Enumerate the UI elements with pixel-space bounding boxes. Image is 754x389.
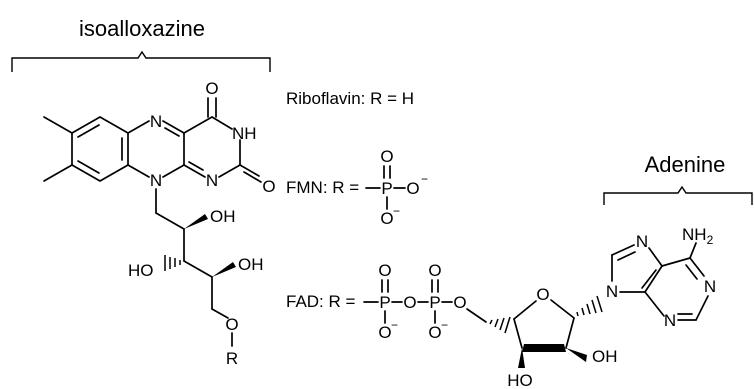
ribose-oxygen: O xyxy=(536,285,549,304)
n3-c4-bond xyxy=(644,291,665,317)
fad-charge-1: − xyxy=(391,318,398,332)
ribose-c2-oh-wedge xyxy=(566,348,587,362)
methyl-bond-lower xyxy=(43,164,73,182)
ribose-c3-hydroxyl: HO xyxy=(507,371,533,389)
ribose-c1-n-hash xyxy=(576,295,603,317)
atom-o4: O xyxy=(205,79,218,98)
c5-c6-bond xyxy=(661,257,691,267)
c3-hydroxyl: HO xyxy=(128,261,154,280)
ribityl-chain: OH HO OH O R xyxy=(128,188,264,368)
n1-c10a-bond xyxy=(183,164,206,178)
c2-n1-bond xyxy=(218,164,241,178)
fad-diphosphate: FAD: R = P O O − O P O O − O xyxy=(286,261,511,342)
ribose-c3-c4-bond xyxy=(513,318,523,349)
fmn-charge-bottom: − xyxy=(393,204,400,218)
atom-o2: O xyxy=(262,177,275,196)
adenine-amine: NH2 xyxy=(682,225,714,247)
amine-nh: NH xyxy=(682,225,707,244)
fmn-phosphate: FMN: R = P O O − O − xyxy=(286,147,428,228)
c6-n1-bond xyxy=(689,257,705,277)
fad-oxygen-bottom-1: O xyxy=(378,323,391,342)
c3-c4-bond xyxy=(183,260,213,278)
c2-hydroxyl: OH xyxy=(210,207,236,226)
c4-oh-wedge xyxy=(212,262,236,277)
fad-o-ch2-bond xyxy=(466,308,487,323)
isoalloxazine-heading: isoalloxazine xyxy=(79,16,205,41)
c3-ho-hash xyxy=(164,255,181,271)
riboflavin-definition: Riboflavin: R = H xyxy=(286,89,414,108)
ribose-c4-o-bond xyxy=(513,300,537,320)
fad-c4-hash xyxy=(489,316,511,334)
adenine-n1: N xyxy=(704,277,716,296)
n1-c10a-double xyxy=(188,161,204,171)
fad-definition: FAD: R = xyxy=(286,292,356,311)
fmn-oxygen-right: O xyxy=(406,179,419,198)
fad-charge-2: − xyxy=(441,318,448,332)
ribose-front-bond xyxy=(522,344,566,352)
atom-n3: NH xyxy=(232,124,257,143)
c4-hydroxyl: OH xyxy=(238,255,264,274)
isoalloxazine-structure: N N N NH O O xyxy=(43,79,276,196)
amine-subscript: 2 xyxy=(707,233,714,247)
c2-carbonyl-2 xyxy=(243,171,262,183)
adenine-n7: N xyxy=(636,232,648,251)
c4a-c4-bond xyxy=(183,116,213,134)
c2-oh-wedge xyxy=(184,214,208,229)
methyl-bond-upper xyxy=(43,116,73,134)
fmn-phosphorus: P xyxy=(381,179,392,198)
benzene-double-bond-2 xyxy=(77,160,100,174)
adenine-n9: N xyxy=(606,282,618,301)
n1-c2-bond xyxy=(695,295,709,321)
atom-n5: N xyxy=(150,112,162,131)
n5-c4a-bond xyxy=(162,120,185,134)
c1-c2-bond xyxy=(155,212,185,230)
c5-c4-double xyxy=(641,269,657,289)
c6-n1-double xyxy=(685,264,698,280)
fad-ester-oxygen: O xyxy=(453,293,466,312)
n7-c5-bond xyxy=(648,247,663,267)
fad-oxo-2: O xyxy=(428,261,441,280)
c-n5-bond xyxy=(127,120,150,134)
atom-n1: N xyxy=(206,171,218,190)
ribose-c3-oh-wedge xyxy=(518,348,525,368)
c6-nh2-bond xyxy=(689,242,697,259)
fad-phosphorus-1: P xyxy=(379,293,390,312)
chain-oxygen: O xyxy=(225,315,238,334)
adenine-structure: N N N N NH2 xyxy=(606,225,716,330)
n10-c-bond xyxy=(127,164,150,178)
r-group: R xyxy=(226,349,238,368)
fmn-oxygen-bottom: O xyxy=(380,209,393,228)
ribose-o-c1-bond xyxy=(550,299,575,319)
fad-bridge-oxygen: O xyxy=(403,293,416,312)
adenine-n3: N xyxy=(664,311,676,330)
isoalloxazine-bracket xyxy=(11,50,271,72)
c5-c4-bond xyxy=(644,265,663,293)
c10a-n10-bond xyxy=(162,164,185,178)
fad-phosphorus-2: P xyxy=(429,293,440,312)
c2-carbonyl-1 xyxy=(239,164,260,177)
adenine-heading: Adenine xyxy=(645,152,726,177)
atom-n10: N xyxy=(150,171,162,190)
adenine-bracket xyxy=(603,185,753,205)
fmn-charge-right: − xyxy=(421,172,428,186)
benzene-double-bond-1 xyxy=(77,124,100,138)
c5-o-bond xyxy=(211,308,229,319)
ribose-ring: O OH HO xyxy=(507,285,617,389)
c4-n3-bond xyxy=(211,116,233,130)
c8-n7-double xyxy=(617,251,636,261)
c8-n7-bond xyxy=(611,244,635,256)
benzene-ring xyxy=(71,116,129,182)
fad-oxygen-bottom-2: O xyxy=(428,323,441,342)
ribose-c1-c2-bond xyxy=(565,317,575,349)
fad-oxo-1: O xyxy=(378,261,391,280)
fmn-definition: FMN: R = xyxy=(286,178,359,197)
fmn-oxo: O xyxy=(380,147,393,166)
n5-c4a-double xyxy=(164,127,180,137)
ribose-c2-hydroxyl: OH xyxy=(592,347,618,366)
